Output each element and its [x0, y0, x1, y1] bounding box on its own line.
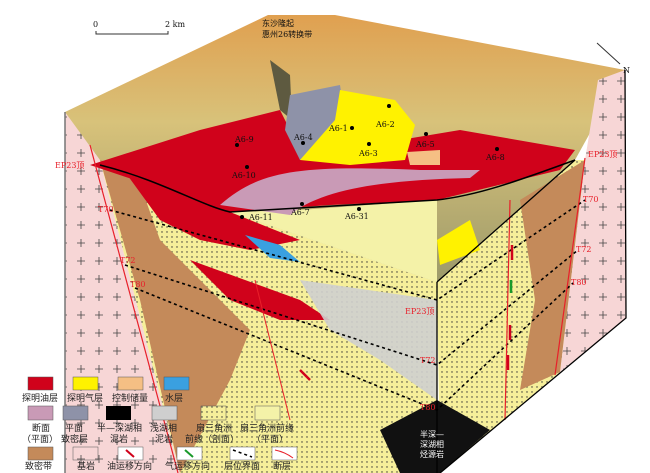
svg-text:平面: 平面 — [65, 423, 83, 434]
svg-text:断面: 断面 — [32, 422, 50, 434]
svg-text:泥岩: 泥岩 — [155, 433, 173, 445]
legend-swatch-tight-layer — [62, 405, 89, 421]
legend-swatch-water — [163, 376, 190, 391]
svg-text:半—深湖相: 半—深湖相 — [97, 422, 142, 434]
wells — [235, 104, 499, 219]
block-edge-right — [436, 159, 576, 283]
svg-text:控制储量: 控制储量 — [112, 392, 148, 404]
svg-text:断层: 断层 — [273, 460, 291, 472]
oil-layer-front-2 — [190, 260, 330, 320]
svg-text:2 km: 2 km — [165, 20, 185, 29]
svg-text:扇三角洲: 扇三角洲 — [196, 422, 232, 434]
t80-label-right: T80 — [571, 278, 587, 287]
well-label: A6-4 — [293, 133, 313, 142]
legend-swatch-deep-mudstone — [106, 406, 131, 420]
legend-swatch-fan-plan — [254, 405, 281, 421]
fault-mid — [254, 279, 291, 421]
source-rock — [380, 400, 490, 473]
svg-text:水层: 水层 — [165, 392, 183, 404]
svg-text:层位界面: 层位界面 — [224, 460, 260, 472]
horizon-t70 — [109, 199, 586, 301]
fan-delta-plan — [230, 200, 437, 282]
right-basement-face — [560, 70, 626, 372]
well-label: A6-10 — [231, 171, 256, 180]
horizon-t72 — [124, 249, 579, 366]
tight-zone-right — [520, 160, 585, 390]
legend-swatch-shallow-mudstone — [151, 405, 178, 421]
source-rock-label-1: 半深— — [420, 429, 444, 439]
svg-text:探明油层: 探明油层 — [22, 392, 58, 404]
t70-label-left: T70 — [98, 205, 114, 214]
legend-swatch-oil — [27, 376, 54, 391]
scale-bar: 0 2 km — [93, 20, 185, 35]
gas-zone-plan — [300, 90, 415, 165]
fault-plane-plan — [220, 168, 480, 215]
tight-zone-left — [100, 160, 250, 473]
well-label: A6-31 — [344, 212, 369, 221]
legend-swatch-gas — [72, 376, 99, 391]
control-reserve-plan — [407, 150, 440, 165]
legend-swatch-basement — [72, 446, 99, 461]
svg-text:致密层: 致密层 — [61, 433, 88, 445]
north-arrow: N — [596, 42, 630, 75]
source-rock-label-2: 深湖相 — [420, 439, 444, 449]
block-edge-far — [439, 69, 627, 473]
top-boundary-line — [99, 159, 576, 213]
ep23-top-label-right: EP23顶 — [588, 150, 617, 159]
ep23-top-label-left: EP23顶 — [55, 161, 84, 170]
well-label: A6-11 — [248, 213, 273, 222]
t72-label-right: T72 — [576, 245, 592, 254]
water-layer — [245, 235, 300, 262]
well-label: A6-1 — [328, 124, 348, 133]
well-label: A6-3 — [358, 149, 378, 158]
fault-front — [504, 199, 511, 421]
t80-label-front: T80 — [420, 403, 436, 412]
svg-text:气运移方向: 气运移方向 — [165, 460, 210, 472]
t80-label-left: T80 — [130, 280, 146, 289]
legend-swatch-control — [117, 376, 144, 391]
north-label: N — [623, 66, 630, 75]
legend-swatch-fault-plane — [27, 405, 54, 421]
oil-migration-arrows — [299, 245, 514, 381]
legend-swatch-horizon — [229, 446, 256, 461]
legend-swatch-fan-section — [200, 405, 227, 421]
svg-text:探明气层: 探明气层 — [67, 392, 103, 404]
svg-text:0: 0 — [93, 20, 98, 29]
t72-label-front: T72 — [420, 356, 436, 365]
svg-text:油运移方向: 油运移方向 — [107, 460, 152, 472]
well-label: A6-5 — [415, 140, 435, 149]
shallow-mudstone — [300, 280, 437, 400]
svg-text:浅湖相: 浅湖相 — [150, 422, 177, 434]
well-label: A6-8 — [485, 153, 505, 162]
fault-right — [554, 157, 586, 376]
region-label-2: 惠州26转换带 — [262, 29, 312, 39]
svg-text:基岩: 基岩 — [77, 460, 95, 472]
well-label: A6-9 — [234, 135, 254, 144]
svg-text:（平面）: （平面） — [22, 434, 58, 445]
region-label-1: 东沙隆起 — [262, 18, 294, 28]
legend: 探明油层 探明气层 控制储量 水层 断面 （平面） 平面 致密层 半—深湖相 泥… — [22, 376, 298, 472]
t72-label-left: T72 — [120, 256, 136, 265]
svg-text:泥岩: 泥岩 — [110, 433, 128, 445]
source-rock-label-3: 烃源岩 — [420, 449, 444, 459]
legend-swatch-tight-zone — [27, 446, 54, 461]
svg-text:致密带: 致密带 — [25, 460, 52, 472]
svg-text:扇三角洲前缘: 扇三角洲前缘 — [240, 422, 294, 434]
ep23-top-label-front: EP23顶 — [405, 307, 434, 316]
terrain-canyon — [270, 60, 292, 120]
well-label: A6-7 — [290, 208, 310, 217]
svg-text:（平面）: （平面） — [252, 434, 288, 445]
well-label: A6-2 — [375, 120, 395, 129]
svg-text:前缘（剖面）: 前缘（剖面） — [185, 433, 239, 445]
t70-label-right: T70 — [583, 195, 599, 204]
